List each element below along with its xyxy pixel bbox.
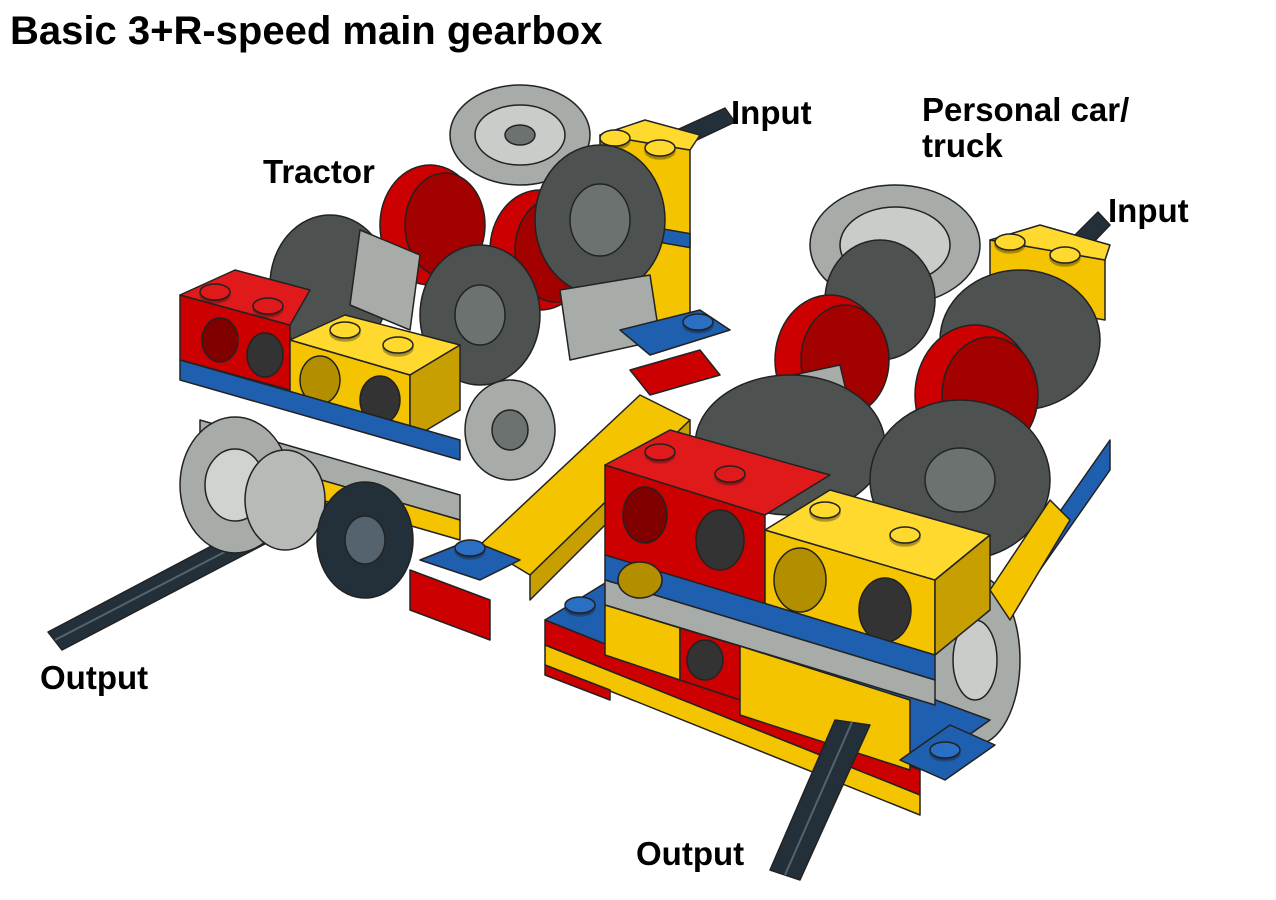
tractor-gearbox [47,84,736,651]
gear-top-back-left [449,84,591,186]
page-title: Basic 3+R-speed main gearbox [10,9,603,53]
label-personal-car-line2: truck [922,126,1003,164]
label-output-right: Output [636,835,745,872]
output-axle-right [769,719,871,881]
label-output-left: Output [40,659,149,696]
label-personal-car-line1: Personal car/ [922,91,1130,128]
output-gears-left [179,416,414,599]
car-gearbox [544,184,1111,881]
label-personal-car: Personal car/ truck [922,92,1129,163]
label-input-left: Input [731,94,812,131]
label-tractor: Tractor [263,153,375,190]
label-input-right: Input [1108,192,1189,229]
